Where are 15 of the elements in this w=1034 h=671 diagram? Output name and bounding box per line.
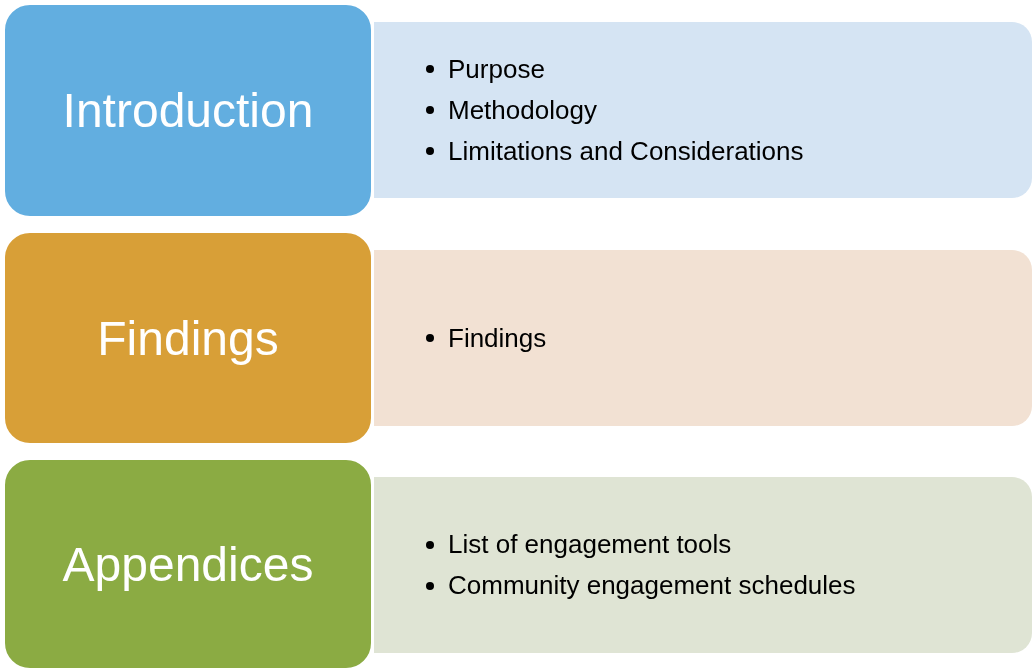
bullet-item: Methodology bbox=[448, 94, 597, 126]
bullet-item: Community engagement schedules bbox=[448, 570, 856, 601]
bullet-item: Limitations and Considerations bbox=[448, 135, 804, 167]
bullet-item: List of engagement tools bbox=[448, 529, 732, 560]
content-panel bbox=[374, 250, 1032, 426]
content-panel bbox=[374, 477, 1032, 653]
section-heading-box bbox=[2, 457, 374, 671]
bullet-item: Purpose bbox=[448, 53, 545, 85]
section-heading: Introduction bbox=[62, 83, 314, 138]
section-heading-box bbox=[2, 230, 374, 446]
section-heading-box bbox=[2, 2, 374, 219]
content-panel bbox=[374, 22, 1032, 198]
section-heading: Appendices bbox=[62, 536, 314, 592]
bullet-item: Findings bbox=[448, 322, 547, 354]
section-heading: Findings bbox=[97, 310, 279, 366]
